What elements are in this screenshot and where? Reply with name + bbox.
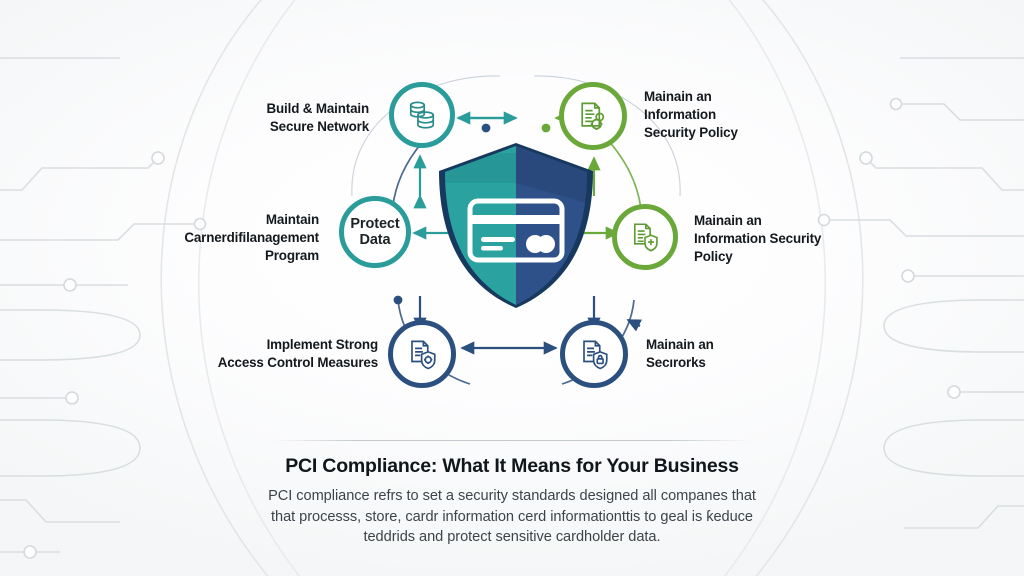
node-maintain-information-security-policy-top[interactable]	[559, 82, 627, 150]
caption-block: PCI Compliance: What It Means for Your B…	[0, 440, 1024, 548]
label-maintain-management-program: Maintain Carnerdifilanagement Program	[184, 212, 319, 263]
node-implement-strong-access-control-measures[interactable]	[388, 320, 456, 388]
node-protect-data[interactable]: Protect Data	[339, 196, 411, 268]
label-build-maintain-secure-network: Build & Maintain Secure Network	[266, 101, 370, 134]
shield-with-credit-card	[437, 143, 595, 308]
document-shield-lock-icon	[577, 337, 612, 372]
caption-body: PCI compliance refrs to set a security s…	[232, 486, 792, 548]
label-maintain-information-security-policy-top: Mainain an Information Security Policy	[644, 89, 738, 140]
caption-divider	[272, 440, 752, 441]
label-maintain-information-security-policy-right: Mainain an Information Security Policy	[694, 213, 822, 264]
page-title: PCI Compliance: What It Means for Your B…	[285, 455, 739, 477]
node-maintain-secure-networks[interactable]	[560, 320, 628, 388]
caption-body-line-1: PCI compliance refrs to set a security s…	[268, 488, 756, 504]
node-maintain-information-security-policy-right[interactable]	[612, 204, 678, 270]
caption-body-line-3: teddrids and protect sensitive cardholde…	[363, 529, 661, 546]
caption-body-line-2: that processs, store, cardr information …	[271, 508, 753, 525]
document-gears-icon	[575, 98, 611, 134]
label-maintain-secure-networks: Mainain an Secırorks	[646, 337, 714, 370]
label-implement-strong-access-control-measures: Implement Strong Access Control Measures	[217, 337, 378, 370]
node-build-maintain-secure-network[interactable]	[389, 82, 455, 148]
document-shield-gear-icon	[405, 337, 440, 372]
database-stack-icon	[404, 97, 440, 133]
node-protect-data-text: Protect Data	[350, 215, 400, 248]
document-shield-plus-icon	[628, 220, 662, 254]
